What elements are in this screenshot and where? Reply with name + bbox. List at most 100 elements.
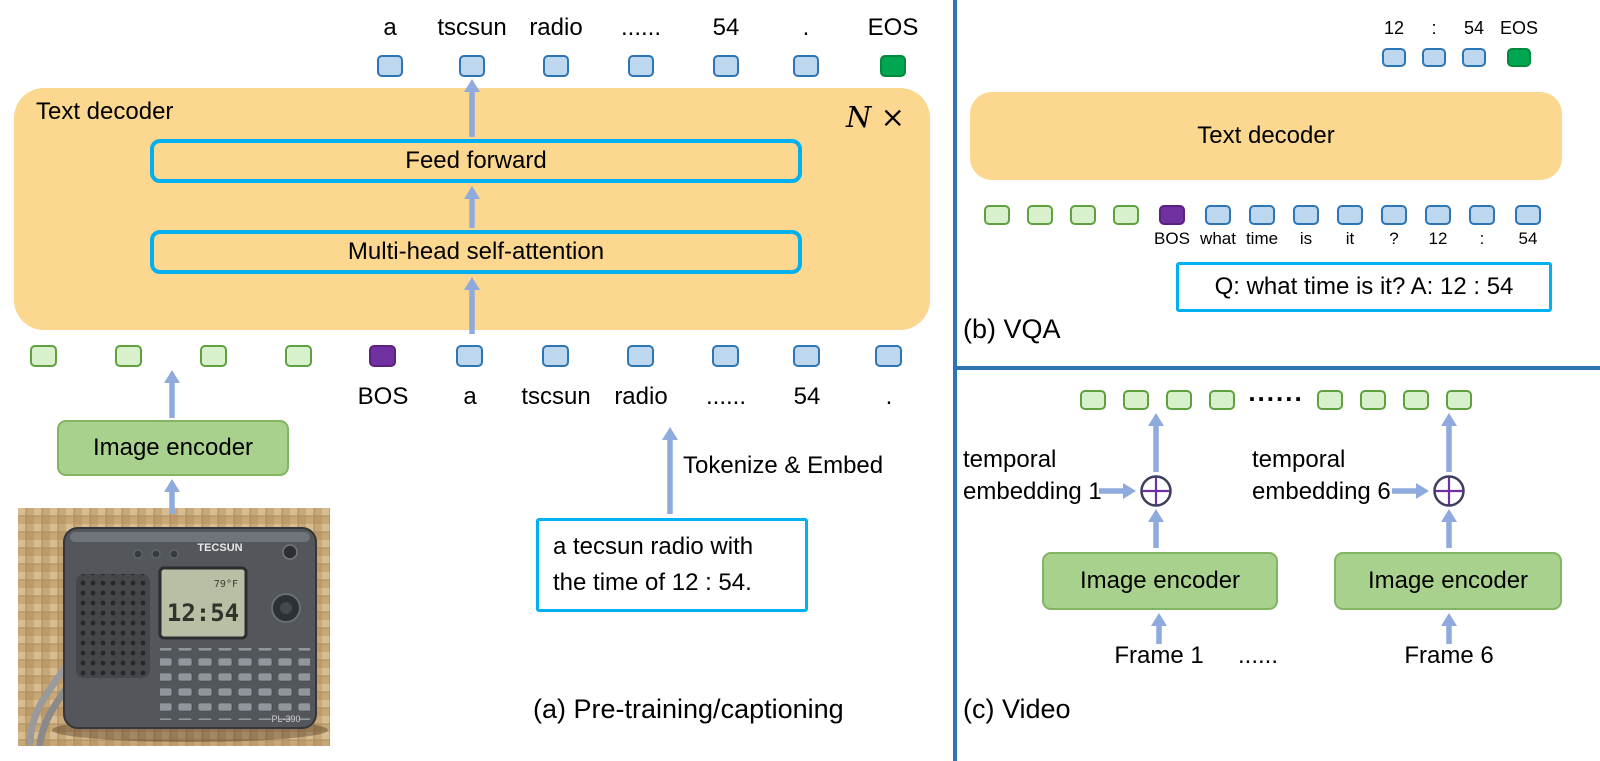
- token-blue: [542, 345, 569, 367]
- token-label: a: [463, 383, 477, 410]
- token-image-green: [1123, 390, 1149, 410]
- token-blue: [543, 55, 569, 77]
- token-label: 12: [1383, 18, 1405, 38]
- token-image-green: [285, 345, 312, 367]
- tokenize-embed-label: Tokenize & Embed: [683, 452, 884, 479]
- token-label: 54: [712, 14, 740, 41]
- self-attention-block: Multi-head self-attention: [150, 230, 802, 274]
- token-blue: [1381, 205, 1407, 225]
- token-label: a: [383, 14, 397, 41]
- token-label: EOS: [867, 14, 919, 41]
- token-image-green: [1317, 390, 1343, 410]
- keypad: [160, 648, 310, 720]
- panel-b-caption: (b) VQA: [963, 314, 1061, 344]
- token-blue: [1337, 205, 1363, 225]
- token-label: radio: [529, 14, 583, 41]
- caption-line-1: a tecsun radio with: [553, 533, 754, 560]
- arrow-head: [1441, 413, 1457, 426]
- token-image-green: [1080, 390, 1106, 410]
- token-blue: [793, 345, 820, 367]
- token-blue: [712, 345, 739, 367]
- token-blue: [628, 55, 654, 77]
- token-label: it: [1345, 229, 1355, 248]
- qa-text-box: Q: what time is it? A: 12 : 54: [1176, 262, 1552, 312]
- token-label: 54: [1463, 18, 1485, 38]
- token-label: tscsun: [521, 383, 591, 410]
- lcd-temp: 79°F: [214, 579, 238, 590]
- token-bos: [369, 345, 396, 367]
- token-blue: [713, 55, 739, 77]
- text-decoder-label-a: Text decoder: [36, 98, 174, 125]
- token-blue: [1469, 205, 1495, 225]
- tokens-ellipsis: ......: [1248, 377, 1304, 407]
- horizontal-divider: [957, 366, 1600, 370]
- token-blue: [456, 345, 483, 367]
- token-label: radio: [614, 383, 668, 410]
- arrow-head: [1441, 613, 1457, 626]
- caption-text-box: a tecsun radio with the time of 12 : 54.: [536, 518, 808, 612]
- token-label: 54: [793, 383, 821, 410]
- token-image-green: [1209, 390, 1235, 410]
- token-label: time: [1245, 229, 1279, 248]
- arrow-head: [1148, 509, 1164, 522]
- arrow-head: [1148, 413, 1164, 426]
- token-blue: [1462, 48, 1486, 67]
- token-blue: [793, 55, 819, 77]
- token-image-green: [984, 205, 1010, 225]
- token-bos: [1159, 205, 1185, 225]
- token-image-green: [115, 345, 142, 367]
- panel-c-caption: (c) Video: [963, 694, 1071, 724]
- token-label: :: [1479, 229, 1485, 248]
- circled-plus-icon: [1140, 475, 1172, 507]
- image-encoder-block-frame6: Image encoder: [1334, 552, 1562, 610]
- token-label: ......: [620, 14, 662, 41]
- token-image-green: [1070, 205, 1096, 225]
- token-eos: [1507, 48, 1531, 67]
- repeat-n-times-label: N ×: [846, 100, 905, 134]
- temporal-embedding-6-line2: embedding 6: [1252, 478, 1391, 505]
- token-blue: [459, 55, 485, 77]
- token-blue: [875, 345, 902, 367]
- token-blue: [1293, 205, 1319, 225]
- token-blue: [1422, 48, 1446, 67]
- token-blue: [1205, 205, 1231, 225]
- token-label: tscsun: [437, 14, 507, 41]
- token-image-green: [200, 345, 227, 367]
- token-blue: [1425, 205, 1451, 225]
- token-image-green: [1360, 390, 1386, 410]
- token-blue: [377, 55, 403, 77]
- temporal-embedding-1-line1: temporal: [963, 446, 1057, 473]
- token-label: 12: [1428, 229, 1448, 248]
- token-image-green: [1166, 390, 1192, 410]
- arrow-head: [1151, 613, 1167, 626]
- arrow-head: [164, 479, 180, 492]
- token-image-green: [1027, 205, 1053, 225]
- power-button: [282, 544, 298, 560]
- caption-line-2: the time of 12 : 54.: [553, 569, 752, 596]
- radio-body: TECSUN 79°F 12:54 PL-390: [63, 527, 317, 729]
- token-label: BOS: [357, 383, 409, 410]
- token-image-green: [30, 345, 57, 367]
- token-image-green: [1403, 390, 1429, 410]
- arrow-head: [1441, 509, 1457, 522]
- image-encoder-block-a: Image encoder: [57, 420, 289, 476]
- panel-a-caption: (a) Pre-training/captioning: [533, 694, 844, 724]
- arrow-head: [164, 370, 180, 383]
- token-label: :: [1431, 18, 1437, 38]
- frame-6-label: Frame 6: [1404, 642, 1494, 669]
- temporal-embedding-6-line1: temporal: [1252, 446, 1346, 473]
- token-label: ......: [705, 383, 747, 410]
- token-image-green: [1446, 390, 1472, 410]
- image-encoder-block-frame1: Image encoder: [1042, 552, 1278, 610]
- radio-photo: TECSUN 79°F 12:54 PL-390: [18, 508, 330, 746]
- token-label: is: [1299, 229, 1313, 248]
- token-eos: [880, 55, 906, 77]
- token-label: EOS: [1499, 18, 1539, 38]
- frames-ellipsis: ......: [1237, 642, 1279, 669]
- token-label: ?: [1389, 229, 1399, 248]
- token-blue: [1249, 205, 1275, 225]
- text-decoder-block-b: Text decoder: [970, 92, 1562, 180]
- token-label: 54: [1518, 229, 1538, 248]
- radio-model: PL-390: [271, 714, 300, 724]
- token-label: BOS: [1154, 229, 1190, 248]
